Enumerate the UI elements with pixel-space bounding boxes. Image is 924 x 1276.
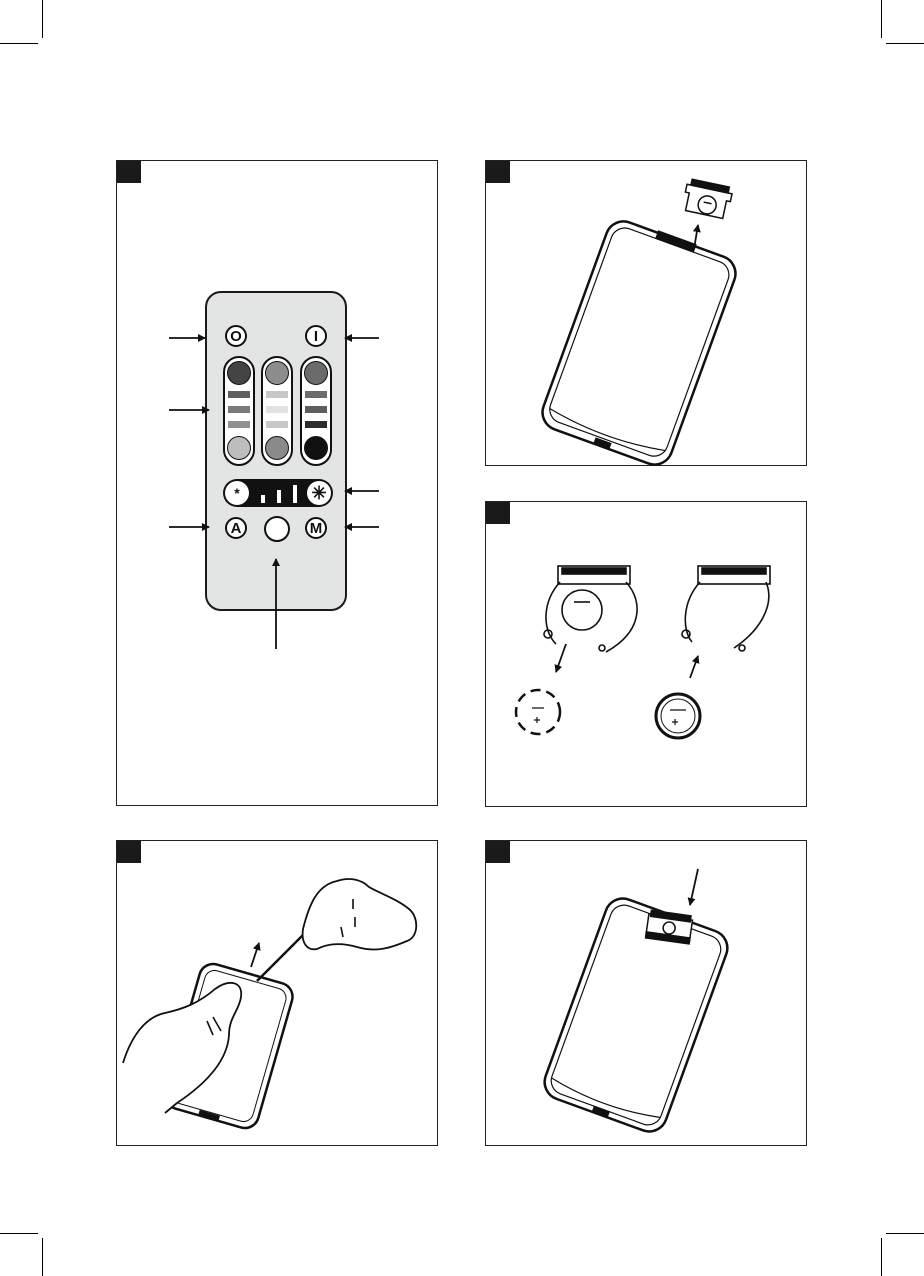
crop-mark: [881, 0, 882, 38]
crop-mark: [881, 1238, 882, 1276]
figure-replace-battery: [485, 501, 807, 807]
hands-opening-illustration: [117, 841, 439, 1147]
crop-mark: [42, 1238, 43, 1276]
empty-battery-holder: [682, 566, 770, 651]
pointer-arrows: [117, 161, 439, 807]
new-battery-icon: [656, 694, 700, 738]
crop-mark: [886, 43, 924, 44]
old-battery-icon: [516, 690, 560, 734]
right-hand: [303, 879, 417, 949]
battery-holder-icon: [646, 910, 693, 944]
crop-mark: [0, 1233, 38, 1234]
figure-insert-battery-holder: [485, 840, 807, 1146]
remote-back-illustration: [486, 161, 808, 467]
battery-swap-illustration: [486, 502, 808, 808]
remote-back-insert-illustration: [486, 841, 808, 1147]
battery-holder-icon: [682, 178, 734, 219]
figure-remote-overview: O I *: [116, 160, 438, 806]
crop-mark: [42, 0, 43, 38]
figure-open-with-tool: [116, 840, 438, 1146]
crop-mark: [886, 1233, 924, 1234]
battery-holder-with-old-battery: [544, 566, 637, 652]
crop-mark: [0, 43, 38, 44]
figure-remove-battery-holder: [485, 160, 807, 466]
